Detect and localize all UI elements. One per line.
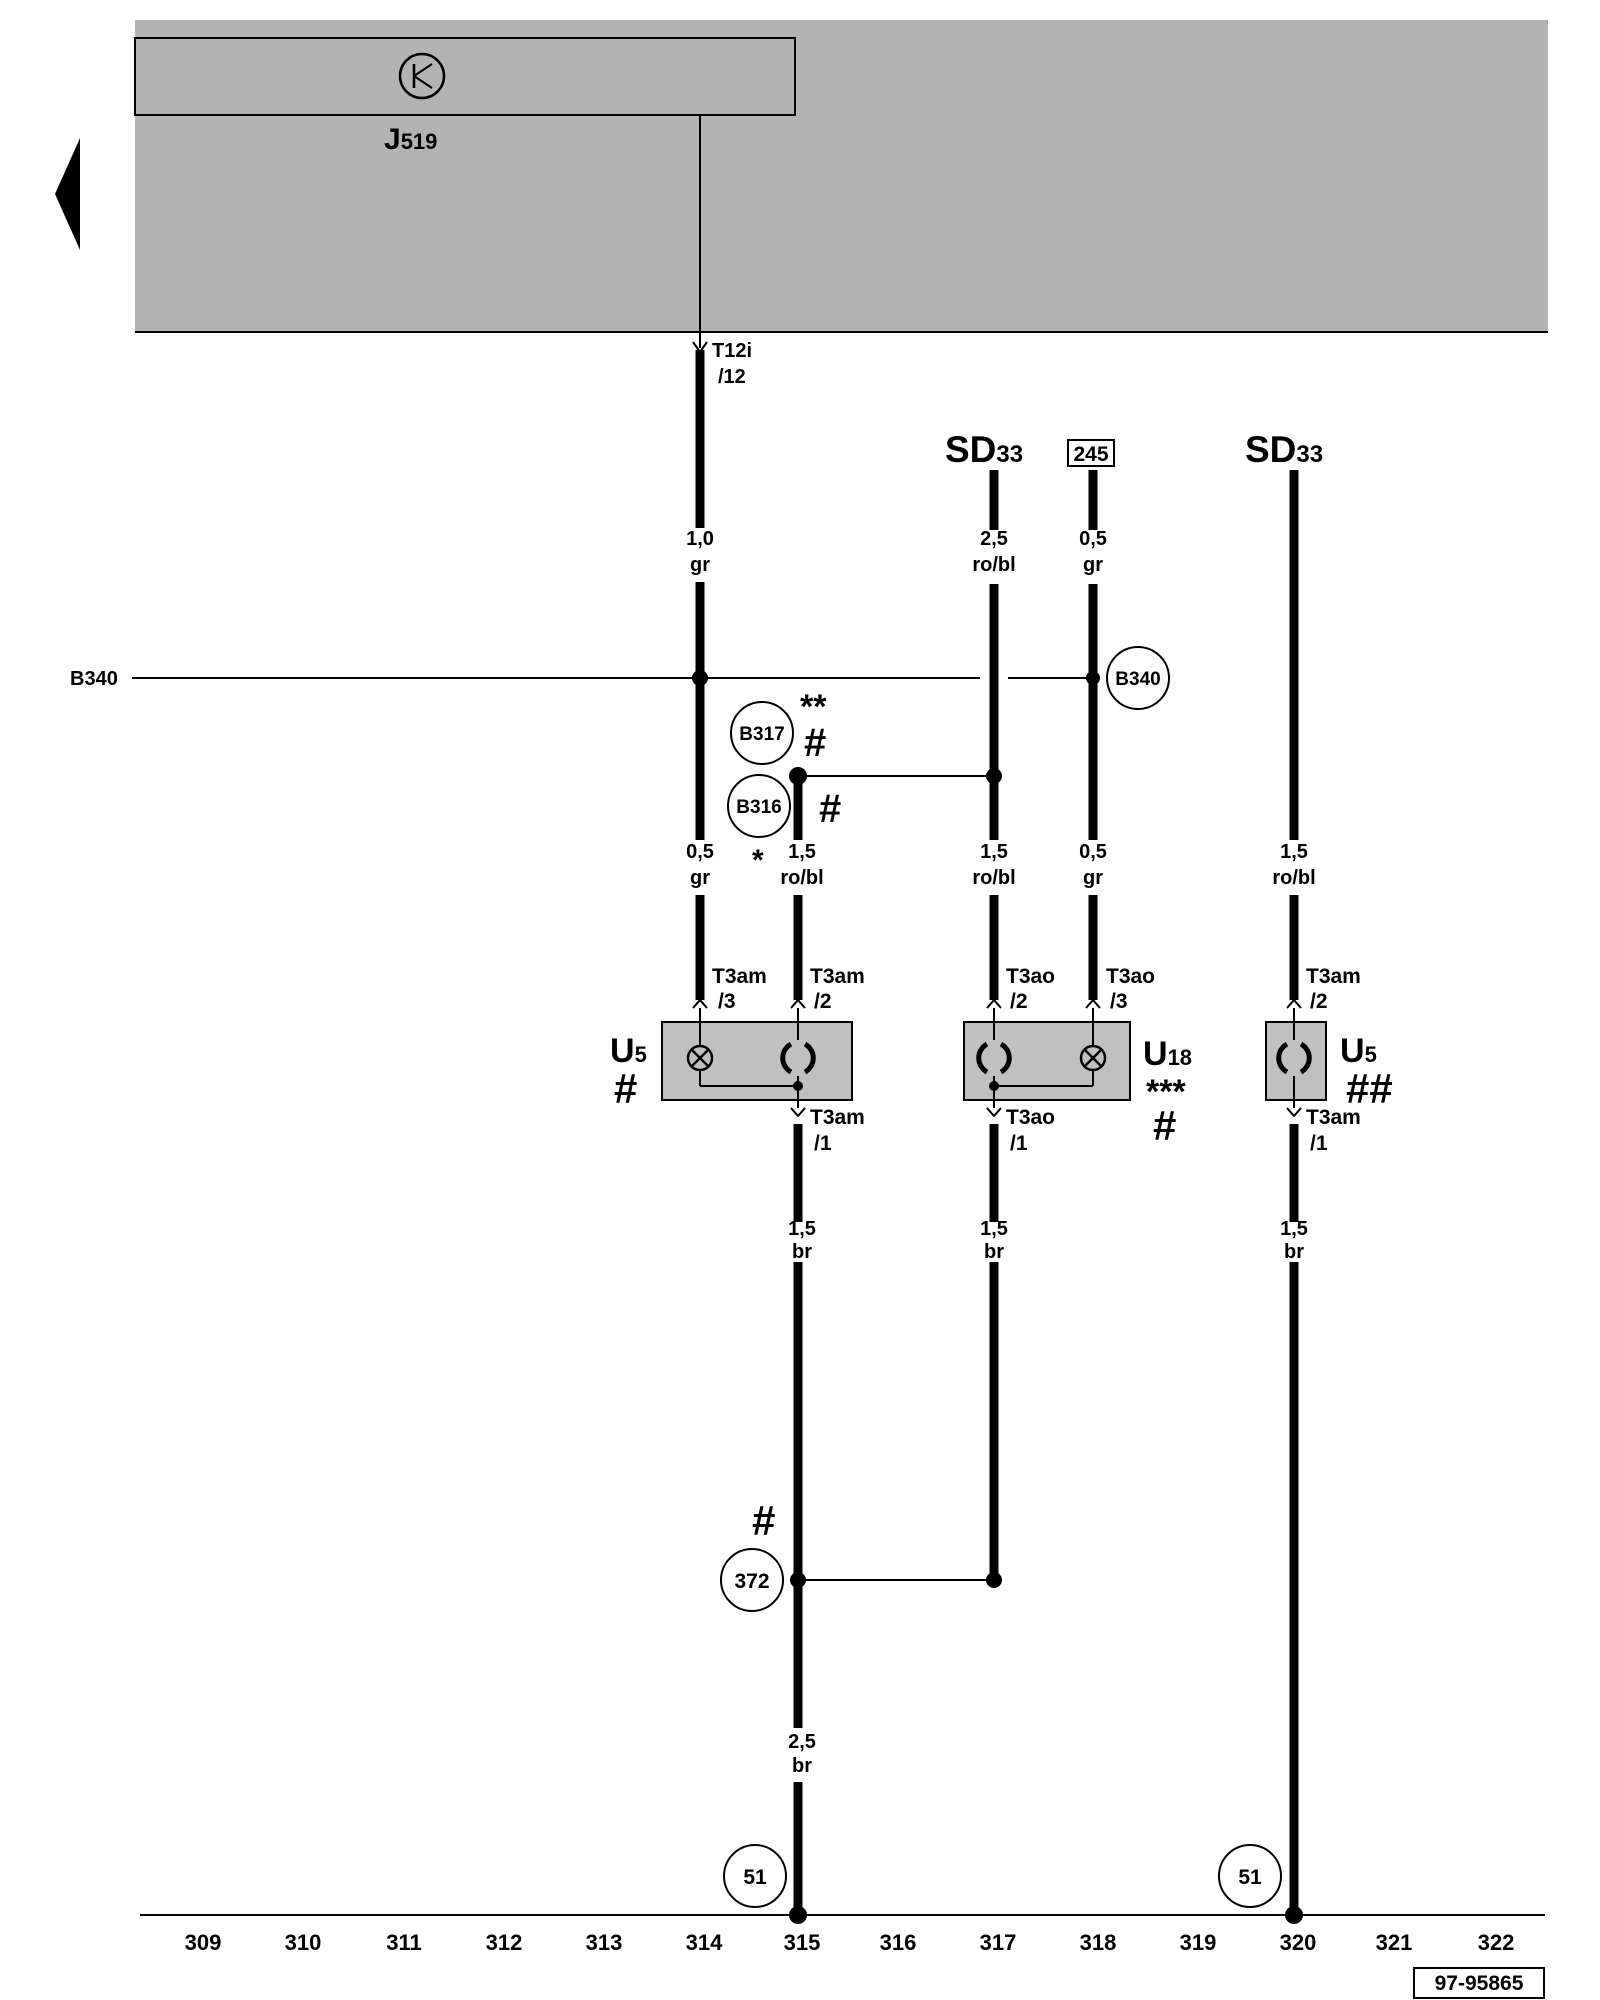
component-u18-label: U18: [1143, 1035, 1192, 1073]
wire-labels: 1,0 gr 2,5 ro/bl 0,5 gr 0,5 gr 1,5 ro/bl 1,5 r…: [686, 528, 1316, 1777]
variant-marks: ** # # * # *** # ## #: [614, 688, 1393, 1544]
svg-text:0,5: 0,5: [1079, 841, 1107, 863]
svg-text:T3am: T3am: [810, 1106, 865, 1129]
svg-text:312: 312: [486, 1930, 523, 1955]
socket-icon: [976, 1041, 1012, 1075]
svg-text:0,5: 0,5: [686, 841, 714, 863]
svg-text:T3ao: T3ao: [1006, 965, 1055, 988]
svg-text:gr: gr: [690, 554, 710, 576]
svg-text:T3am: T3am: [1306, 1106, 1361, 1129]
thin-wires: [132, 677, 1545, 1916]
svg-text:311: 311: [386, 1930, 422, 1955]
connection-b317[interactable]: B317: [739, 724, 784, 745]
svg-text:br: br: [1284, 1241, 1304, 1263]
svg-text:ro/bl: ro/bl: [972, 554, 1015, 576]
svg-text:318: 318: [1080, 1930, 1117, 1955]
svg-text:T3ao: T3ao: [1006, 1106, 1055, 1129]
pin-arrows: [692, 998, 1302, 1118]
transistor-icon: [398, 52, 446, 100]
connector-label: T12i: [712, 340, 752, 362]
svg-text:/3: /3: [1110, 990, 1128, 1013]
svg-text:/1: /1: [1010, 1132, 1028, 1155]
svg-text:gr: gr: [690, 867, 710, 889]
svg-text:314: 314: [686, 1930, 723, 1955]
svg-text:309: 309: [185, 1930, 222, 1955]
svg-text:T3am: T3am: [810, 965, 865, 988]
svg-text:T3ao: T3ao: [1106, 965, 1155, 988]
svg-text:1,0: 1,0: [686, 528, 714, 550]
svg-text:1,5: 1,5: [1280, 841, 1308, 863]
control-unit-label: J519: [384, 123, 437, 156]
svg-text:#: #: [1153, 1102, 1176, 1149]
svg-text:/3: /3: [718, 990, 736, 1013]
track-numbers: 309 310 311 312 313 314 315 316 317 318 …: [185, 1930, 1515, 1955]
component-u5-left-label: U5: [610, 1032, 647, 1070]
svg-text:322: 322: [1478, 1930, 1515, 1955]
svg-text:ro/bl: ro/bl: [780, 867, 823, 889]
ground-line-label: B340: [70, 668, 118, 690]
svg-text:ro/bl: ro/bl: [972, 867, 1015, 889]
supply-sd-a: SD33: [945, 429, 1023, 470]
svg-text:/2: /2: [1010, 990, 1028, 1013]
page-back-arrow-icon[interactable]: [55, 138, 80, 250]
component-u5-left[interactable]: [661, 1021, 853, 1101]
svg-text:/1: /1: [814, 1132, 832, 1155]
svg-text:0,5: 0,5: [1079, 528, 1107, 550]
svg-text:***: ***: [1146, 1073, 1186, 1111]
svg-text:1,5: 1,5: [1280, 1218, 1308, 1240]
svg-text:T3am: T3am: [1306, 965, 1361, 988]
svg-text:##: ##: [1346, 1065, 1393, 1112]
svg-text:/2: /2: [814, 990, 832, 1013]
svg-text:320: 320: [1280, 1930, 1317, 1955]
svg-text:*: *: [752, 844, 764, 877]
svg-text:/2: /2: [1310, 990, 1328, 1013]
socket-icon: [780, 1041, 816, 1075]
svg-text:1,5: 1,5: [980, 1218, 1008, 1240]
supply-sd-b: SD33: [1245, 429, 1323, 470]
svg-text:1,5: 1,5: [788, 841, 816, 863]
svg-text:gr: gr: [1083, 554, 1103, 576]
svg-text:313: 313: [586, 1930, 623, 1955]
svg-text:2,5: 2,5: [980, 528, 1008, 550]
svg-text:/1: /1: [1310, 1132, 1328, 1155]
svg-text:321: 321: [1376, 1930, 1413, 1955]
svg-text:316: 316: [880, 1930, 917, 1955]
component-u5-right[interactable]: [1265, 1021, 1327, 1101]
connection-372[interactable]: 372: [734, 1570, 769, 1593]
component-u5-right-label: U5: [1340, 1032, 1377, 1070]
svg-text:319: 319: [1180, 1930, 1217, 1955]
ground-point-51-a[interactable]: 51: [743, 1866, 767, 1889]
svg-text:#: #: [752, 1497, 775, 1544]
svg-text:br: br: [792, 1241, 812, 1263]
connector-pin: /12: [718, 366, 746, 388]
svg-text:#: #: [804, 721, 826, 765]
svg-text:#: #: [819, 787, 841, 831]
thick-wires: [695, 350, 1299, 1913]
svg-text:br: br: [984, 1241, 1004, 1263]
ground-point-51-b[interactable]: 51: [1238, 1866, 1262, 1889]
svg-text:1,5: 1,5: [980, 841, 1008, 863]
figure-id: 97-95865: [1435, 1972, 1524, 1995]
socket-icon: [1276, 1041, 1312, 1075]
svg-text:**: **: [800, 688, 827, 726]
pin-labels: T3am/3 T3am/2 T3ao/2 T3ao/3 T3am/2 T3am /…: [712, 965, 1361, 1155]
junction-dots: [692, 670, 1303, 1924]
svg-text:#: #: [614, 1065, 637, 1112]
connection-b316[interactable]: B316: [736, 797, 781, 818]
svg-text:2,5: 2,5: [788, 1731, 816, 1753]
svg-text:1,5: 1,5: [788, 1218, 816, 1240]
svg-text:317: 317: [980, 1930, 1017, 1955]
svg-text:ro/bl: ro/bl: [1272, 867, 1315, 889]
supply-ref-box[interactable]: 245: [1073, 443, 1108, 466]
connection-b340[interactable]: B340: [1115, 669, 1160, 690]
svg-text:br: br: [792, 1755, 812, 1777]
svg-text:315: 315: [784, 1930, 821, 1955]
svg-text:gr: gr: [1083, 867, 1103, 889]
svg-text:310: 310: [285, 1930, 322, 1955]
control-unit-box: [134, 37, 796, 116]
svg-text:T3am: T3am: [712, 965, 767, 988]
